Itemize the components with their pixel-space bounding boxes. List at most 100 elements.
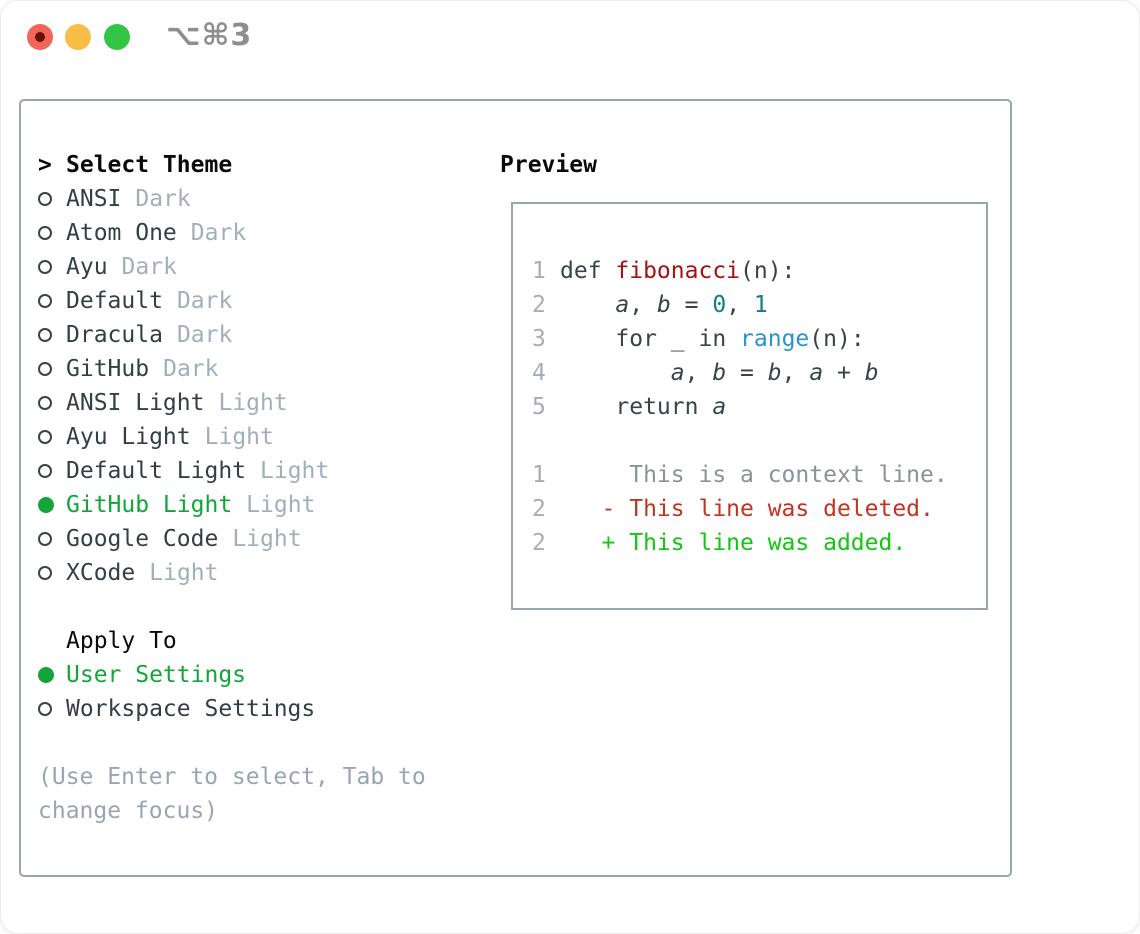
- theme-name: GitHub Light: [66, 492, 233, 518]
- token-plain: ,: [684, 360, 713, 386]
- diff-text: + This line was added.: [560, 530, 907, 556]
- select-theme-title: Select Theme: [66, 152, 233, 178]
- theme-item-default-light[interactable]: Default Light Light: [38, 454, 478, 488]
- theme-name: ANSI Light: [66, 390, 205, 416]
- close-button[interactable]: [27, 24, 53, 50]
- apply-option-user-settings[interactable]: User Settings: [38, 658, 478, 692]
- theme-variant: Dark: [190, 220, 247, 246]
- token-plain: [560, 394, 615, 420]
- theme-variant: Light: [246, 492, 316, 518]
- theme-variant: Dark: [176, 288, 233, 314]
- theme-name: Atom One: [66, 220, 177, 246]
- token-plain: (n):: [809, 326, 865, 352]
- radio-circle: [38, 532, 52, 546]
- radio-circle: [38, 294, 52, 308]
- diff-text: This is a context line.: [560, 462, 948, 488]
- theme-variant: Dark: [135, 186, 191, 212]
- code-line: 4 a, b = b, a + b: [532, 356, 948, 390]
- token-plain: =: [670, 292, 713, 318]
- token-variable: b: [712, 360, 727, 386]
- token-builtin: range: [740, 326, 810, 352]
- theme-name: Default Light: [66, 458, 247, 484]
- code-line: 5 return a: [532, 390, 948, 424]
- token-plain: [560, 292, 615, 318]
- theme-name: GitHub: [66, 356, 150, 382]
- token-keyword: def: [560, 258, 616, 284]
- radio-circle: [38, 702, 52, 716]
- line-number: 4: [532, 360, 546, 386]
- spacer: [38, 726, 478, 760]
- radio-icon: [38, 328, 66, 342]
- titlebar: ⌥⌘3: [0, 0, 1140, 75]
- theme-name: Google Code: [66, 526, 219, 552]
- token-plain: [560, 360, 671, 386]
- radio-circle: [38, 566, 52, 580]
- radio-circle: [38, 464, 52, 478]
- code-line: 3 for _ in range(n):: [532, 322, 948, 356]
- token-variable: a: [712, 394, 727, 420]
- token-plain: =: [726, 360, 768, 386]
- apply-option-workspace-settings[interactable]: Workspace Settings: [38, 692, 478, 726]
- close-dot-icon: [35, 32, 45, 42]
- token-keyword: in: [698, 326, 741, 352]
- diff-sample: 1 This is a context line.2 - This line w…: [532, 458, 948, 560]
- radio-selected-icon: [38, 497, 66, 513]
- token-plain: ,: [781, 360, 810, 386]
- code-text: return a: [560, 390, 726, 424]
- radio-circle: [38, 192, 52, 206]
- code-line: 2 a, b = 0, 1: [532, 288, 948, 322]
- line-number: 2: [532, 530, 546, 556]
- theme-name: Ayu: [66, 254, 108, 280]
- token-plain: [560, 326, 615, 352]
- help-text: (Use Enter to select, Tab to change focu…: [38, 764, 426, 824]
- line-number: 1: [532, 258, 546, 284]
- token-variable: a: [670, 360, 685, 386]
- theme-item-github-light[interactable]: GitHub Light Light: [38, 488, 478, 522]
- diff-line-deleted: 2 - This line was deleted.: [532, 492, 948, 526]
- theme-item-atom-one[interactable]: Atom One Dark: [38, 216, 478, 250]
- token-plain: ,: [629, 292, 657, 318]
- token-plain: (n):: [740, 258, 796, 284]
- line-number: 2: [532, 292, 546, 318]
- caret-icon: >: [38, 152, 52, 178]
- radio-circle: [38, 260, 52, 274]
- radio-icon: [38, 226, 66, 240]
- radio-icon: [38, 396, 66, 410]
- radio-icon: [38, 532, 66, 546]
- token-variable: a: [809, 360, 824, 386]
- zoom-button[interactable]: [104, 24, 130, 50]
- theme-variant: Light: [260, 458, 330, 484]
- token-plain: +: [823, 360, 865, 386]
- radio-icon: [38, 294, 66, 308]
- radio-icon: [38, 566, 66, 580]
- diff-line-context: 1 This is a context line.: [532, 458, 948, 492]
- radio-icon: [38, 260, 66, 274]
- radio-icon: [38, 702, 66, 716]
- theme-name: Ayu Light: [66, 424, 191, 450]
- radio-circle: [38, 667, 54, 683]
- token-plain: ,: [726, 292, 754, 318]
- line-number: 1: [532, 462, 546, 488]
- minimize-button[interactable]: [65, 24, 91, 50]
- token-variable: b: [656, 292, 671, 318]
- token-number: 0: [712, 292, 727, 318]
- radio-selected-icon: [38, 667, 66, 683]
- code-text: a, b = 0, 1: [560, 288, 767, 322]
- token-plain: _: [670, 326, 699, 352]
- blank-line: [532, 424, 948, 458]
- code-text: a, b = b, a + b: [560, 356, 879, 390]
